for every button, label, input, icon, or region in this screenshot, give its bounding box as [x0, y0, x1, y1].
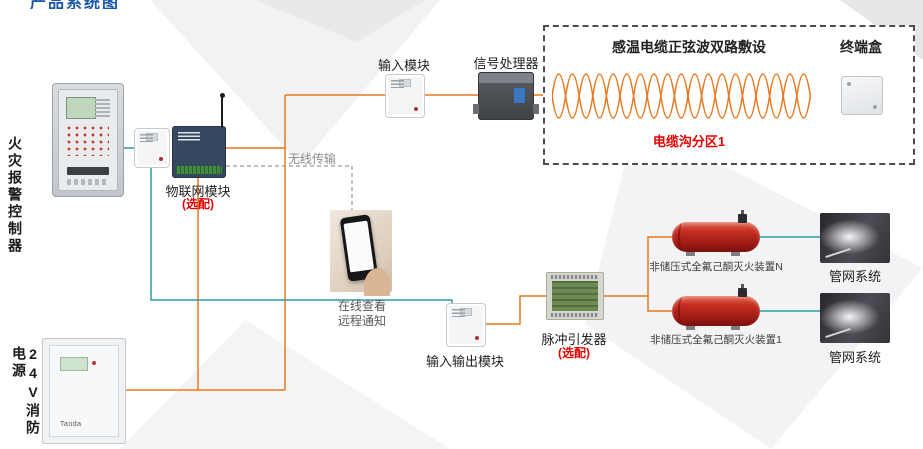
- phone-caption-line2: 远程通知: [337, 314, 386, 328]
- io-module-label: 输入输出模块: [425, 354, 504, 369]
- signal-processor-label: 信号处理器: [473, 56, 539, 71]
- module-led: [475, 336, 479, 340]
- power-supply-label: 24V消防电源: [11, 346, 41, 437]
- input-module-image: [385, 74, 425, 118]
- wireless-dashed-line: [226, 165, 353, 210]
- cable-zone-name: 电缆沟分区1: [652, 134, 726, 149]
- pipe-network-photo-bottom: [820, 293, 890, 343]
- pulse-optional-tag: (选配): [558, 346, 590, 360]
- extinguisher-tank-n-image: [672, 210, 760, 256]
- page-title-clipped: 产品系统图: [30, 0, 180, 9]
- fire-alarm-controller-image: [52, 83, 124, 197]
- wireless-label: 无线传输: [288, 152, 337, 166]
- tank-n-label: 非储压式全氟己酮灭火装置N: [649, 261, 783, 273]
- module-text-marks: [391, 80, 404, 88]
- controller-buttons: [67, 179, 109, 185]
- cable-zone-title: 感温电缆正弦波双路敷设: [612, 39, 766, 55]
- tank-bracket: [731, 252, 740, 256]
- screw: [873, 105, 877, 109]
- pulse-trigger-image: [546, 272, 604, 320]
- small-module-image: [134, 128, 170, 168]
- antenna-icon: [219, 93, 225, 128]
- controller-keypad: [95, 99, 110, 117]
- controller-panel: [58, 89, 118, 191]
- module-led: [414, 107, 418, 111]
- iot-text-marks: [178, 132, 200, 142]
- phone-photo: [330, 210, 392, 296]
- controller-led-grid: [67, 126, 109, 156]
- tank-bracket: [686, 252, 695, 256]
- pipe-network-photo-top: [820, 213, 890, 263]
- terminal-box-image: [841, 76, 883, 115]
- pulse-trigger-label: 脉冲引发器: [541, 332, 607, 347]
- tank-1-label: 非储压式全氟己酮灭火装置1: [650, 334, 782, 346]
- cabinet-door: Tanda: [49, 345, 119, 437]
- hand-thumb: [364, 268, 390, 296]
- power-display: [60, 357, 88, 371]
- tank-bracket: [731, 326, 740, 330]
- orange-connections: [124, 94, 840, 391]
- iot-terminal-strip: [176, 166, 222, 174]
- screw: [847, 82, 851, 86]
- extinguisher-tank-1-image: [672, 284, 760, 330]
- terminal-row: [551, 275, 599, 279]
- module-text-marks: [452, 309, 465, 317]
- power-supply-image: Tanda: [42, 338, 126, 444]
- tank-valve: [738, 210, 747, 223]
- pipe-network-label-top: 管网系统: [828, 269, 881, 284]
- tank-bracket: [686, 326, 695, 330]
- io-module-image: [446, 303, 486, 347]
- brand-text: Tanda: [60, 421, 82, 428]
- module-led: [159, 157, 163, 161]
- teal-connections: [122, 147, 820, 312]
- mounting-ear: [473, 104, 479, 114]
- sine-wave-cable: [552, 73, 812, 119]
- phone-caption-line1: 在线查看: [337, 299, 386, 313]
- module-text-marks: [140, 134, 153, 142]
- circuit-board: [552, 281, 598, 311]
- controller-label-strip: [67, 167, 109, 175]
- processor-sticker: [514, 88, 525, 103]
- controller-label: 火灾报警控制器: [7, 136, 23, 255]
- iot-optional-tag: (选配): [182, 197, 214, 211]
- terminal-box-label: 终端盒: [840, 39, 882, 55]
- iot-module-label: 物联网模块: [165, 184, 231, 199]
- processor-top: [479, 73, 533, 83]
- iot-module-image: [172, 93, 226, 178]
- power-led: [92, 361, 96, 365]
- page-title-text: 产品系统图: [30, 0, 121, 9]
- controller-lcd-screen: [66, 97, 96, 119]
- pipe-network-label-bottom: 管网系统: [828, 350, 881, 365]
- signal-processor-image: [473, 72, 539, 120]
- tank-valve: [738, 284, 747, 297]
- input-module-label: 输入模块: [377, 58, 430, 73]
- mounting-ear: [533, 104, 539, 114]
- terminal-row: [551, 313, 599, 317]
